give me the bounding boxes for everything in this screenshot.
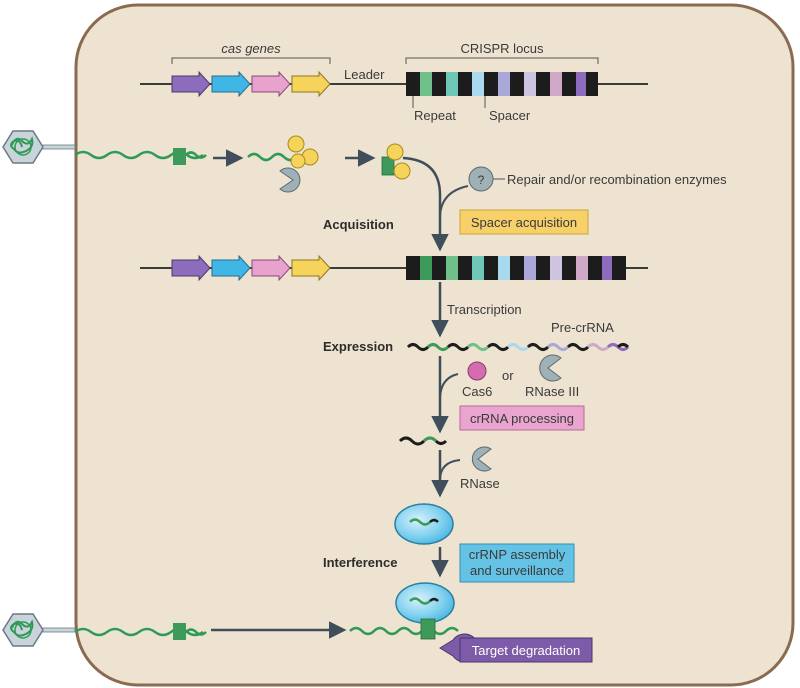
crrna-intermediate: [398, 436, 448, 446]
cas1-cas2-complex-free: [287, 135, 319, 169]
phage-icon-bottom: [2, 613, 76, 647]
cas-gene-pink-2: [251, 254, 291, 282]
repair-enzymes-curve: [439, 185, 469, 219]
nuclease-pacman-free: [279, 167, 301, 193]
crrna-processing-label: crRNA processing: [470, 411, 574, 426]
protospacer-bottom: [173, 623, 186, 640]
crispr-array-expanded: [406, 256, 626, 280]
crispr-locus-top: [140, 57, 648, 108]
dna-fragment: [247, 152, 297, 162]
cas6-icon: [467, 361, 487, 381]
cas-genes-bracket: [171, 57, 331, 64]
protospacer-captured: [381, 156, 395, 176]
cas-gene-purple-2: [171, 254, 211, 282]
rnase-iii-icon: [539, 354, 562, 382]
crispr-locus-expanded: [140, 254, 648, 282]
crrnp-assembly-box: [459, 543, 575, 583]
crispr-locus-label: CRISPR locus: [460, 41, 544, 56]
rnase-curve: [439, 459, 461, 481]
crrna-processing-box: [459, 405, 585, 431]
crrnp-assembly-line2: and surveillance: [470, 563, 564, 578]
cas-gene-blue: [211, 70, 251, 98]
spacer-acquisition-box: [459, 209, 589, 235]
rnase-icon: [471, 446, 492, 472]
expression-stage-label: Expression: [323, 339, 393, 354]
spacer-label: Spacer: [489, 108, 531, 123]
pre-crrna-transcript: [406, 343, 630, 351]
cas6-label: Cas6: [462, 384, 492, 399]
protospacer-top: [173, 148, 186, 165]
rnase-label: RNase: [460, 476, 500, 491]
repair-enzymes-label: Repair and/or recombination enzymes: [507, 172, 727, 187]
target-protospacer: [420, 618, 436, 640]
phage-dna-bottom-tail: [185, 628, 207, 636]
unknown-factor-label: ?: [478, 173, 485, 187]
pre-crrna-label: Pre-crRNA: [551, 320, 614, 335]
cas-gene-blue-2: [211, 254, 251, 282]
cas-genes-top: [171, 70, 331, 98]
crispr-locus-bracket: [405, 57, 599, 64]
transcription-label: Transcription: [447, 302, 522, 317]
cas-gene-pink: [251, 70, 291, 98]
crrnp-target-bound: [395, 582, 455, 624]
target-degradation-box: [459, 637, 593, 663]
phage-dna-top-tail: [185, 151, 207, 159]
acquisition-stage-label: Acquisition: [323, 217, 394, 232]
cas-gene-yellow-2: [291, 254, 331, 282]
target-dna: [349, 626, 459, 636]
target-degradation-label: Target degradation: [472, 643, 580, 658]
cas-genes-label: cas genes: [221, 41, 281, 56]
cas-gene-yellow: [291, 70, 331, 98]
processing-factor-curve: [439, 373, 459, 401]
arrow-acquisition: [402, 156, 449, 252]
or-label: or: [502, 368, 514, 383]
phage-icon-top: [2, 130, 76, 164]
cas-gene-purple: [171, 70, 211, 98]
rnase-iii-label: RNase III: [525, 384, 579, 399]
spacer-acquisition-label: Spacer acquisition: [471, 215, 577, 230]
crrnp-assembly-line1: crRNP assembly: [469, 547, 566, 562]
crrnp-complex: [394, 503, 454, 545]
leader-label: Leader: [344, 67, 385, 82]
repeat-label: Repeat: [414, 108, 456, 123]
cas1-cas2-complex-bound: [386, 143, 411, 180]
crispr-array-top: [406, 72, 598, 96]
interference-stage-label: Interference: [323, 555, 397, 570]
